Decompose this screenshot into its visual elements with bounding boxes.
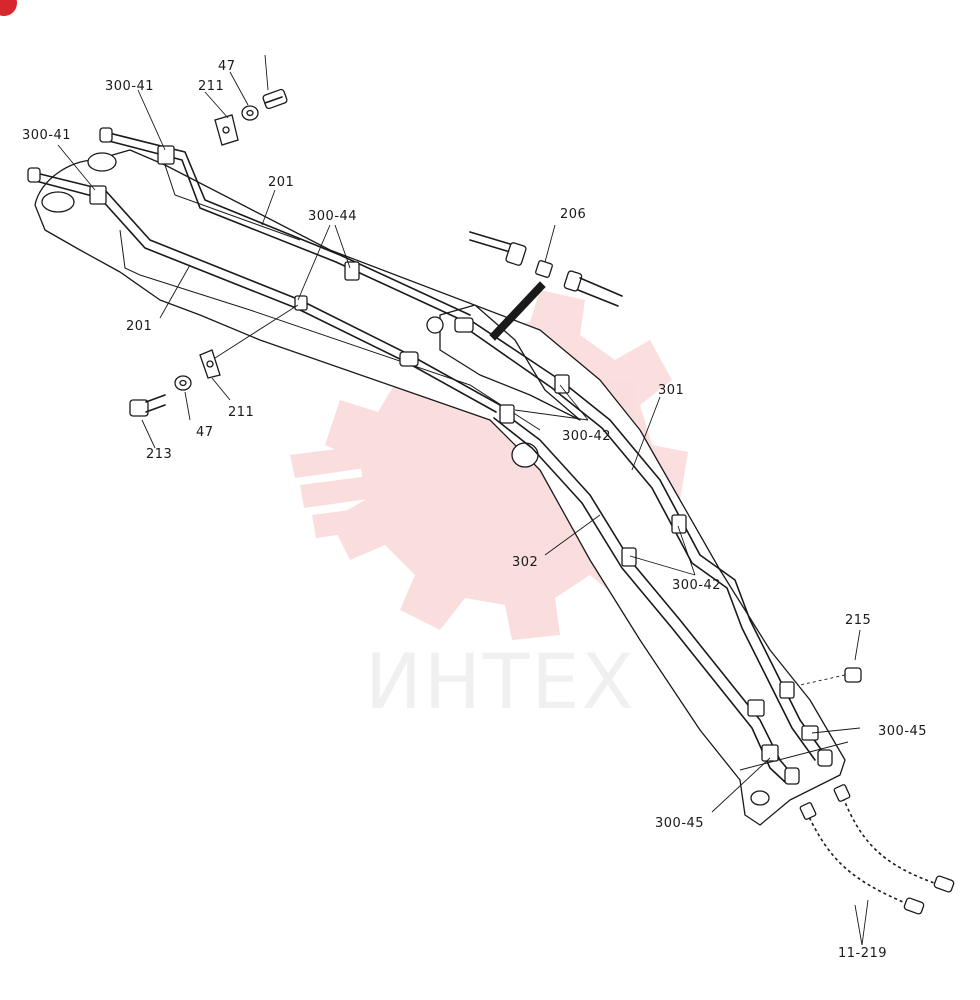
hose-11-219 [799, 784, 955, 915]
clamp-300-41-top [157, 145, 175, 165]
bracket-211-top [214, 114, 239, 146]
label-211-top: 211 [198, 79, 224, 94]
label-11-219: 11-219 [838, 946, 887, 961]
label-201-top: 201 [268, 175, 294, 190]
clamp-300-44-lower [294, 295, 308, 311]
pipe-end-fittings [747, 681, 833, 785]
pipe-201-upper [99, 127, 471, 323]
red-corner-badge-icon [0, 0, 17, 16]
label-300-41-left: 300-41 [22, 128, 71, 143]
part-206-assembly [469, 231, 623, 341]
fitting-upper-pipe [399, 317, 474, 367]
clamp-300-41-left [89, 185, 107, 205]
label-301: 301 [658, 383, 684, 398]
clamp-300-42-lower [621, 514, 687, 567]
label-213: 213 [146, 447, 172, 462]
label-300-42-upper: 300-42 [562, 429, 611, 444]
part-215-plug [799, 667, 862, 686]
label-302: 302 [512, 555, 538, 570]
clamp-300-44-upper [344, 261, 360, 281]
pipe-301 [465, 319, 826, 761]
leader-lines [57, 54, 869, 946]
label-211-bottom: 211 [228, 405, 254, 420]
boom-pin-hole [511, 442, 539, 468]
bolt-top [262, 88, 288, 110]
label-47-top: 47 [218, 59, 236, 74]
washer-47-top [241, 105, 259, 121]
bracket-211-bottom [199, 349, 221, 379]
label-300-41-top: 300-41 [105, 79, 154, 94]
clamp-300-42-upper [499, 374, 570, 424]
label-300-45-left: 300-45 [655, 816, 704, 831]
label-300-42-lower: 300-42 [672, 578, 721, 593]
label-47-bottom: 47 [196, 425, 214, 440]
bolt-213-bottom [129, 394, 166, 417]
label-300-44: 300-44 [308, 209, 357, 224]
label-300-45-right: 300-45 [878, 724, 927, 739]
label-215: 215 [845, 613, 871, 628]
label-201-left: 201 [126, 319, 152, 334]
washer-47-bottom [174, 375, 192, 391]
watermark-text: ИНТЕХ [365, 637, 636, 726]
part-labels: 300-41 211 47 300-41 201 300-44 206 201 … [22, 59, 927, 961]
label-206: 206 [560, 207, 586, 222]
